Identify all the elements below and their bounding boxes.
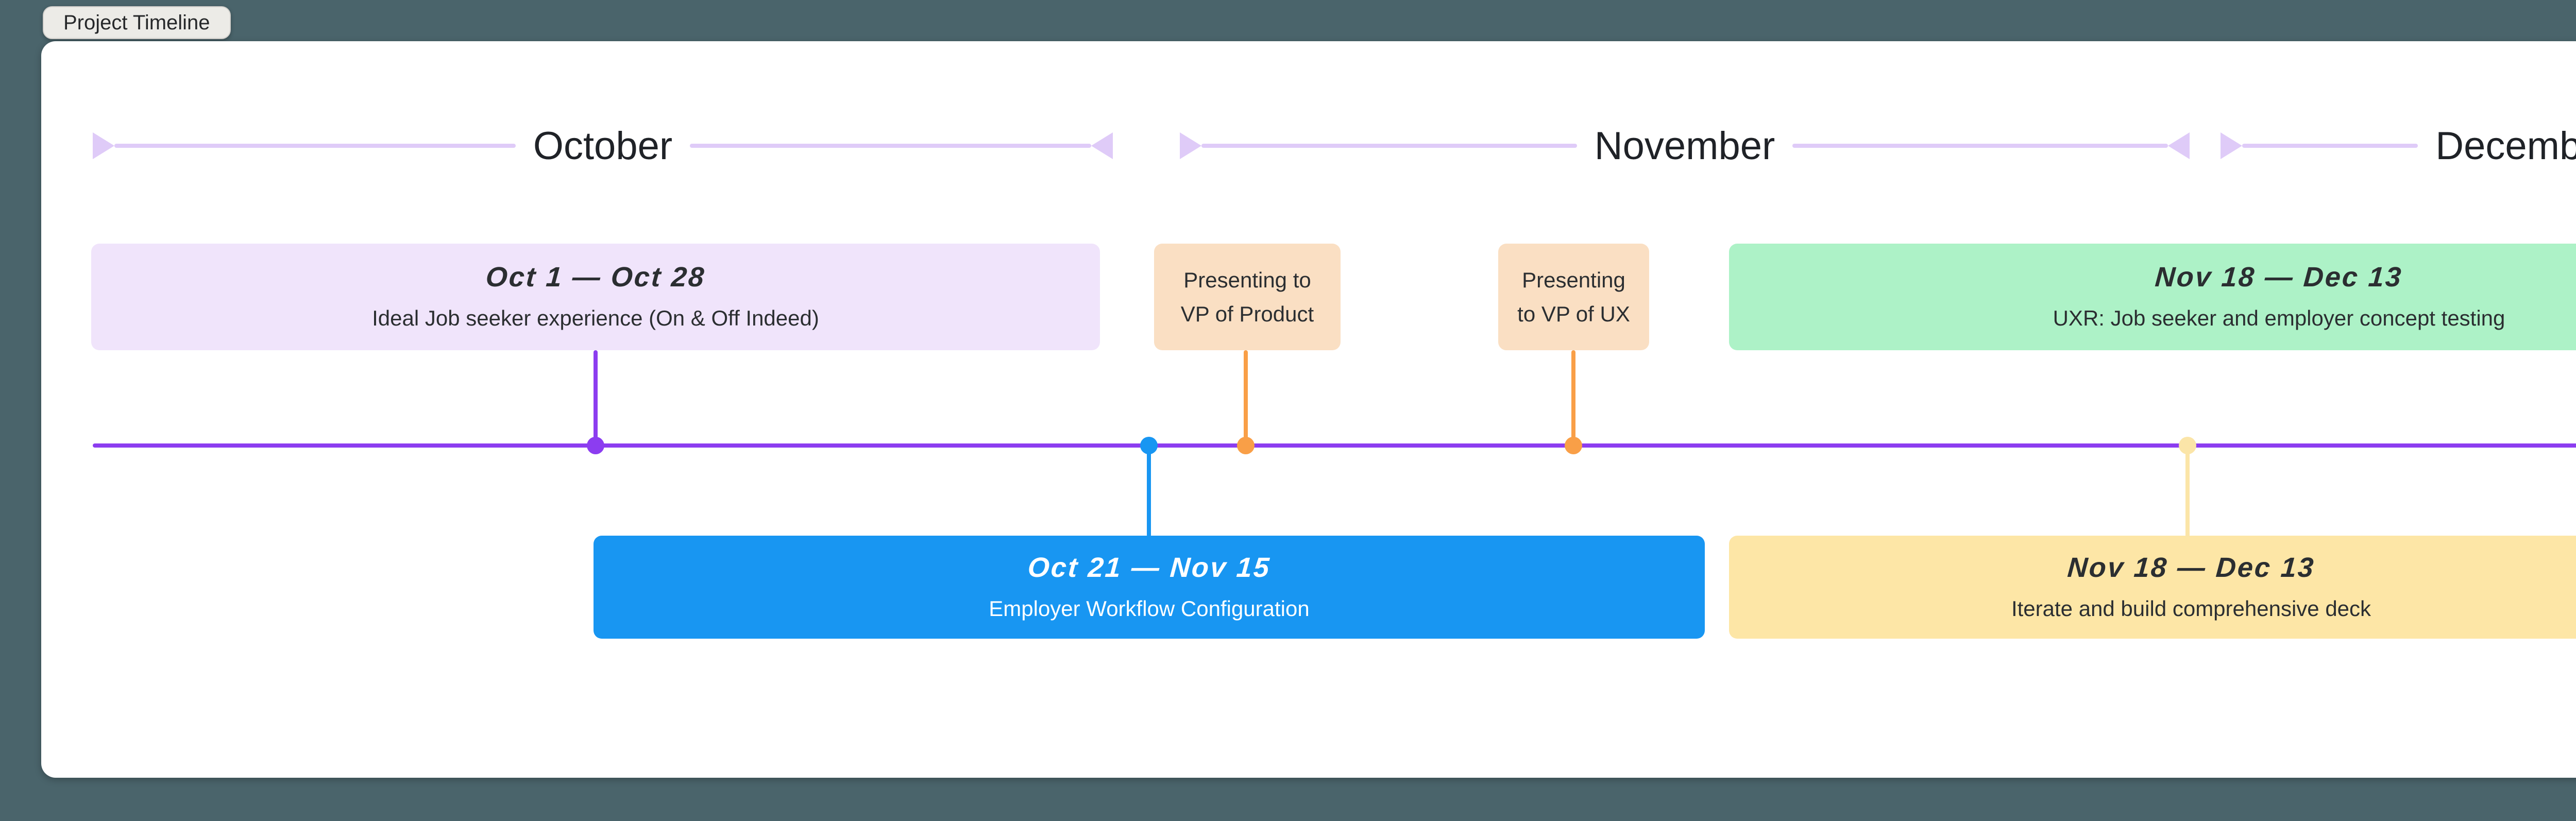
project-timeline-badge[interactable]: Project Timeline: [43, 6, 231, 39]
event-line-2: to VP of UX: [1517, 301, 1630, 326]
milestone-dot-purple: [587, 437, 604, 454]
arrow-end-icon: [1091, 132, 1113, 159]
event-box-presenting-vp-ux[interactable]: Presenting to VP of UX: [1498, 244, 1649, 350]
connector-yellow: [2185, 446, 2190, 537]
milestone-dot-orange-1: [1237, 437, 1255, 454]
event-line-1: Presenting: [1522, 268, 1625, 293]
event-box-presenting-vp-product-1[interactable]: Presenting to VP of Product: [1154, 244, 1341, 350]
month-span-october: October: [93, 123, 1113, 169]
event-title: Ideal Job seeker experience (On & Off In…: [372, 306, 819, 331]
milestone-dot-blue: [1140, 437, 1158, 454]
milestone-dot-yellow: [2179, 437, 2196, 454]
month-span-december: December: [2221, 123, 2576, 169]
event-box-employer-workflow[interactable]: Oct 21 — Nov 15 Employer Workflow Config…: [594, 536, 1705, 639]
event-dates: Oct 1 — Oct 28: [484, 262, 707, 293]
event-title: Iterate and build comprehensive deck: [2011, 596, 2371, 621]
arrow-start-icon: [2221, 132, 2242, 159]
milestone-dot-orange-2: [1565, 437, 1582, 454]
month-label-october: October: [533, 124, 673, 168]
event-line-1: Presenting to: [1183, 268, 1311, 293]
connector-blue: [1147, 446, 1151, 537]
event-title: Employer Workflow Configuration: [989, 596, 1310, 621]
arrow-end-icon: [2168, 132, 2190, 159]
month-label-november: November: [1594, 124, 1775, 168]
connector-orange-2: [1571, 350, 1575, 446]
event-line-2: VP of Product: [1180, 301, 1314, 326]
timeline-axis: [93, 443, 2576, 448]
arrow-start-icon: [1180, 132, 1201, 159]
arrow-start-icon: [93, 132, 114, 159]
event-dates: Oct 21 — Nov 15: [1026, 552, 1272, 583]
connector-purple: [594, 350, 598, 446]
event-box-iterate-deck[interactable]: Nov 18 — Dec 13 Iterate and build compre…: [1729, 536, 2576, 639]
event-dates: Nov 18 — Dec 13: [2154, 262, 2404, 293]
event-title: UXR: Job seeker and employer concept tes…: [2053, 306, 2505, 331]
timeline-card: October November December Oct 1 — Oct 28…: [41, 41, 2576, 778]
month-span-november: November: [1180, 123, 2190, 169]
month-label-december: December: [2435, 124, 2576, 168]
event-dates: Nov 18 — Dec 13: [2066, 552, 2316, 583]
event-box-ideal-job-seeker[interactable]: Oct 1 — Oct 28 Ideal Job seeker experien…: [91, 244, 1100, 350]
project-timeline-badge-label: Project Timeline: [63, 11, 210, 34]
connector-orange-1: [1244, 350, 1248, 446]
event-box-uxr-concept-testing[interactable]: Nov 18 — Dec 13 UXR: Job seeker and empl…: [1729, 244, 2576, 350]
